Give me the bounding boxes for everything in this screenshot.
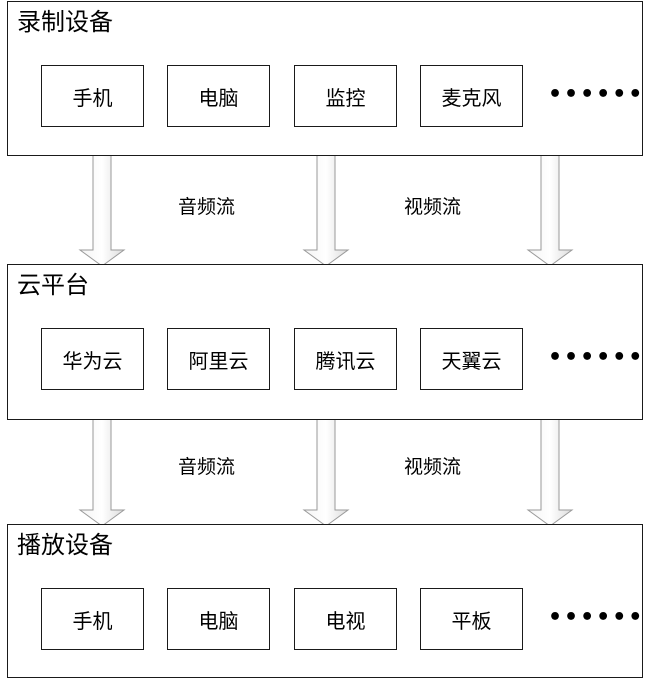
node-tablet: 平板: [420, 588, 523, 650]
node-alibaba-cloud: 阿里云: [167, 328, 270, 390]
node-tianyi-cloud: 天翼云: [420, 328, 523, 390]
node-microphone: 麦克风: [420, 65, 523, 127]
arrow-down-icon: [302, 154, 350, 267]
layer-recording-devices: 录制设备 手机 电脑 监控 麦克风 ••••••: [7, 1, 643, 156]
node-tv: 电视: [294, 588, 397, 650]
layer-title: 播放设备: [17, 531, 113, 559]
node-tencent-cloud: 腾讯云: [294, 328, 397, 390]
more-ellipsis: ••••••: [548, 345, 645, 370]
node-huawei-cloud: 华为云: [41, 328, 144, 390]
node-computer: 电脑: [167, 588, 270, 650]
arrow-down-icon: [526, 154, 574, 267]
arrow-down-icon: [78, 154, 126, 267]
arrow-down-icon: [526, 418, 574, 527]
layer-title: 云平台: [17, 271, 89, 299]
more-ellipsis: ••••••: [548, 82, 645, 107]
more-ellipsis: ••••••: [548, 605, 645, 630]
node-phone: 手机: [41, 588, 144, 650]
flow-label-audio: 音频流: [178, 456, 236, 478]
arrow-down-icon: [302, 418, 350, 527]
node-surveillance: 监控: [294, 65, 397, 127]
flow-label-audio: 音频流: [178, 196, 236, 218]
node-computer: 电脑: [167, 65, 270, 127]
arrow-down-icon: [78, 418, 126, 527]
flow-label-video: 视频流: [404, 196, 462, 218]
node-phone: 手机: [41, 65, 144, 127]
layer-cloud-platform: 云平台 华为云 阿里云 腾讯云 天翼云 ••••••: [7, 264, 643, 420]
layer-playback-devices: 播放设备 手机 电脑 电视 平板 ••••••: [7, 524, 643, 678]
layer-title: 录制设备: [17, 8, 113, 36]
flow-label-video: 视频流: [404, 456, 462, 478]
